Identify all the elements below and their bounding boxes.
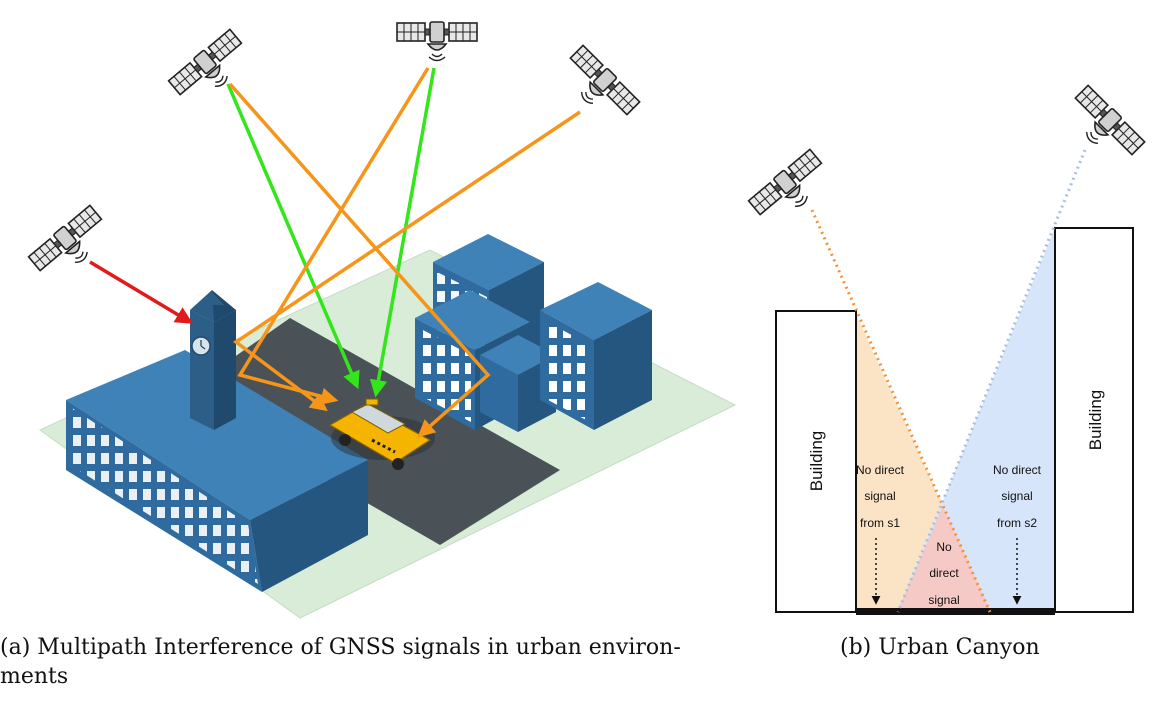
svg-text:signal: signal [864, 489, 895, 503]
svg-text:No direct: No direct [993, 463, 1042, 477]
clock-tower-icon [66, 290, 368, 592]
satellite-icon [27, 203, 115, 287]
satellite-icon [747, 147, 835, 231]
caption-figure-b: (b) Urban Canyon [840, 635, 1040, 660]
svg-text:signal: signal [1001, 489, 1032, 503]
zone-s1-label: No direct signal from s1 [856, 463, 905, 530]
signal-rays [89, 67, 581, 438]
caption-figure-a-line2: ments [0, 664, 69, 689]
urban-canyon-diagram: Building Building No direct signal from … [747, 83, 1147, 615]
svg-text:signal: signal [928, 593, 959, 607]
satellite-icon [555, 43, 642, 130]
satellite-icon [396, 21, 478, 62]
left-building [775, 310, 857, 613]
zone-s2-label: No direct signal from s2 [993, 463, 1042, 530]
ray-s1 [810, 209, 992, 613]
canyon-ground [856, 608, 1055, 615]
direct-signal-ray [226, 83, 360, 390]
satellite-icon [1060, 83, 1147, 170]
svg-text:direct: direct [929, 566, 959, 580]
svg-text:from s1: from s1 [860, 516, 900, 530]
right-building [1054, 227, 1134, 613]
right-building-label: Building [1086, 390, 1105, 451]
svg-text:from s2: from s2 [997, 516, 1037, 530]
reflected-signal-ray [228, 82, 491, 438]
svg-text:No: No [936, 540, 952, 554]
ray-s2 [896, 149, 1087, 613]
reflected-signal-ray [232, 110, 581, 412]
zone-both-area [898, 506, 990, 610]
multipath-scene [27, 21, 737, 619]
caption-figure-a: (a) Multipath Interference of GNSS signa… [0, 633, 740, 691]
caption-figure-a-line1: (a) Multipath Interference of GNSS signa… [0, 635, 681, 660]
blocked-signal-ray [89, 260, 194, 324]
office-building-icon [415, 234, 652, 432]
taxi-icon [328, 398, 435, 470]
left-building-label: Building [807, 431, 826, 492]
svg-text:No direct: No direct [856, 463, 905, 477]
zone-both-label: No direct signal [928, 540, 959, 607]
